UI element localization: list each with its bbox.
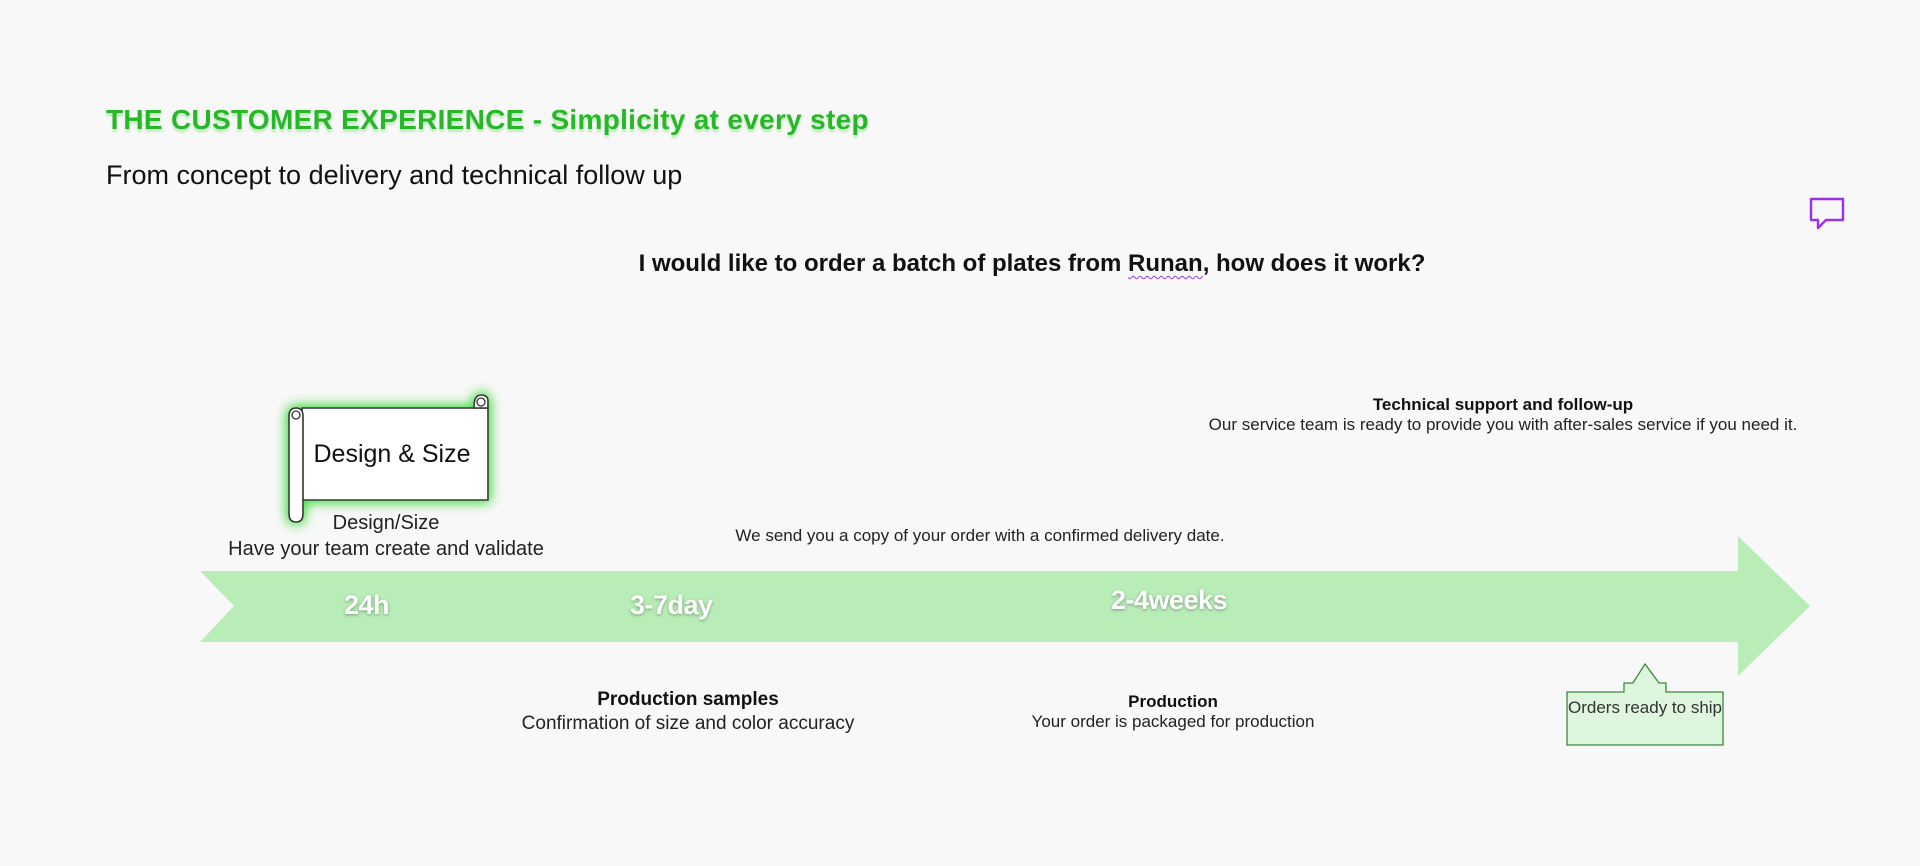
production-title: Production [1128,692,1218,711]
ship-callout [1566,662,1724,746]
ship-label: Orders ready to ship [1568,698,1723,717]
timeline-arrow [200,536,1812,676]
design-step-title: Design/Size [332,512,440,534]
scroll-icon [280,390,496,523]
time-label-2-4weeks: 2-4weeks [1111,585,1228,615]
question-brand-word: Runan [1128,250,1203,277]
time-label-3-7day: 3-7day [630,590,713,620]
question-text-after: , how does it work? [1202,250,1426,277]
question-heading: I would like to order a batch of plates … [0,250,1920,278]
samples-desc: Confirmation of size and color accuracy [521,713,855,734]
support-title: Technical support and follow-up [1372,395,1634,414]
scroll-label: Design & Size [313,440,471,468]
comment-icon[interactable] [1808,196,1848,232]
order-copy-caption: We send you a copy of your order with a … [735,526,1225,545]
page-title: THE CUSTOMER EXPERIENCE - Simplicity at … [106,104,869,135]
production-desc: Your order is packaged for production [1031,712,1315,731]
question-text-before: I would like to order a batch of plates … [638,250,1129,277]
support-desc: Our service team is ready to provide you… [1208,415,1798,434]
page-subtitle: From concept to delivery and technical f… [106,160,683,190]
time-label-24h: 24h [344,590,390,620]
samples-title: Production samples [597,689,779,710]
design-step-desc: Have your team create and validate [228,538,544,560]
